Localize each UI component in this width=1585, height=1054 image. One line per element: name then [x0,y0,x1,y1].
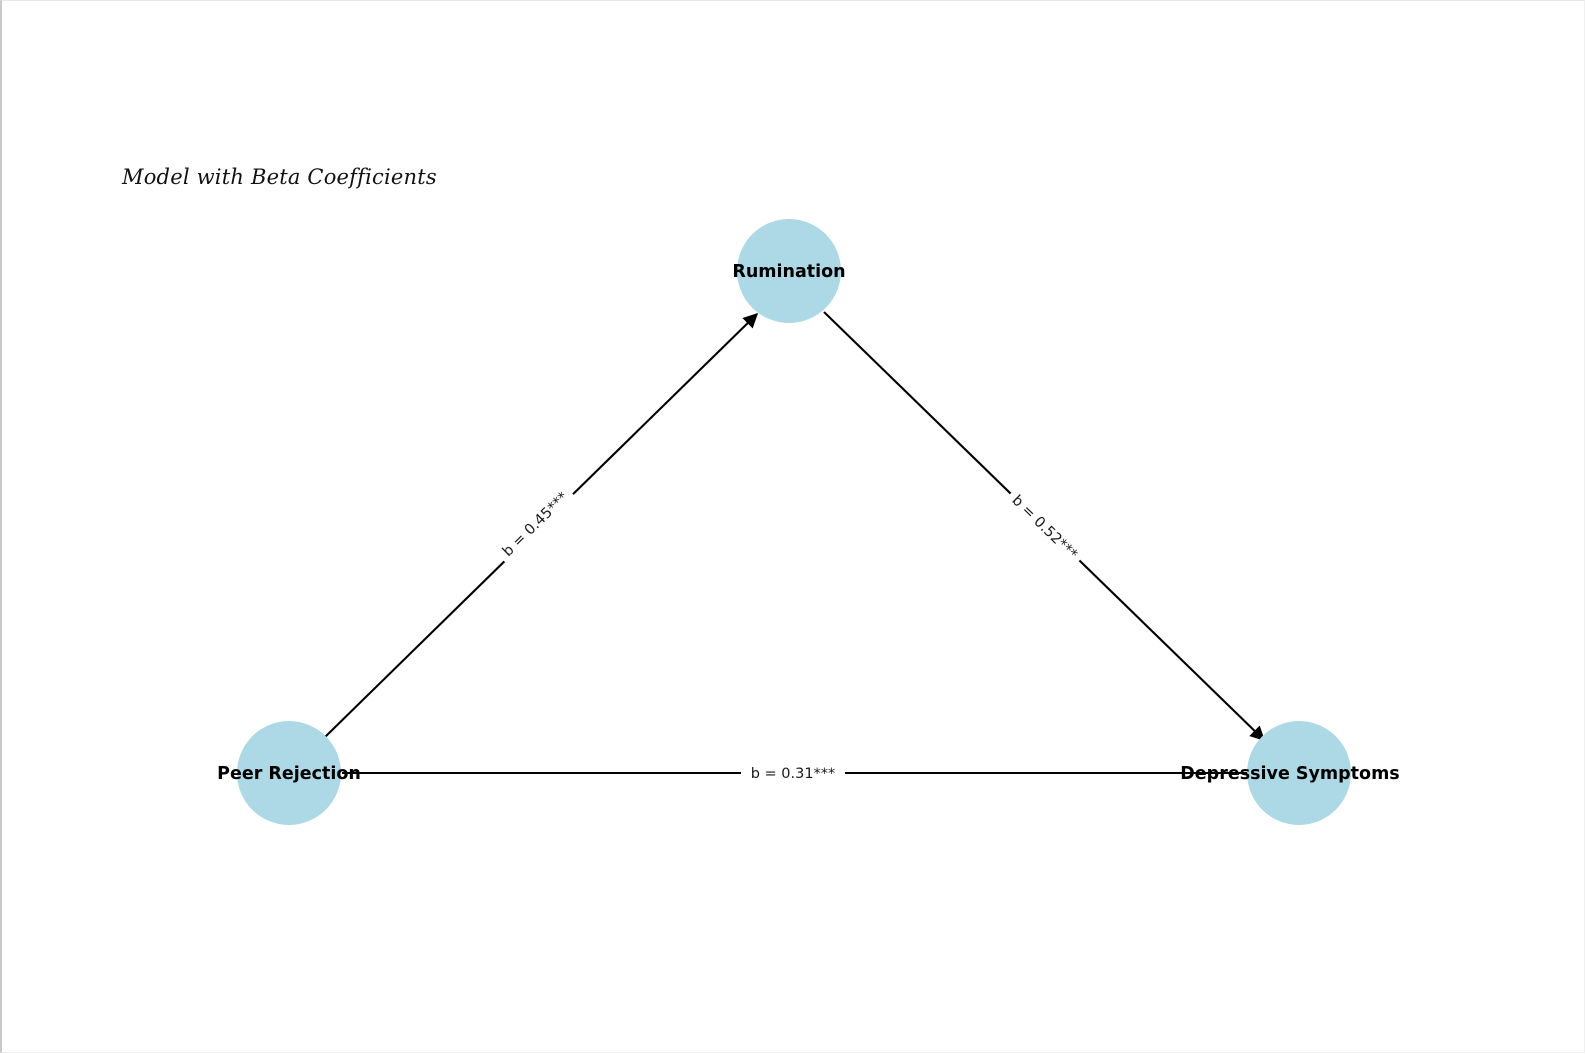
node-rumination-label: Rumination [732,262,845,282]
edge-peer-rejection-to-depressive-symptoms: b = 0.31*** [342,762,1248,784]
node-depressive-symptoms[interactable]: Depressive Symptoms [1180,721,1400,825]
edge-label-a: b = 0.45*** [500,489,572,560]
node-peer-rejection-circle[interactable] [237,721,341,825]
edge-peer-rejection-to-rumination: b = 0.45*** [323,312,759,739]
edge-label-b-background [1002,485,1088,569]
edge-label-b: b = 0.52*** [1008,492,1080,562]
edge-label-c: b = 0.31*** [751,766,836,782]
edge-label-a-background [493,482,577,566]
node-peer-rejection[interactable]: Peer Rejection [217,721,361,825]
node-rumination-circle[interactable] [737,219,841,323]
node-peer-rejection-label: Peer Rejection [217,764,361,784]
node-rumination[interactable]: Rumination [732,219,846,323]
page-title: Model with Beta Coefficients [122,165,437,189]
edge-rumination-to-depressive-symptoms: b = 0.52*** [823,311,1266,742]
node-depressive-symptoms-label: Depressive Symptoms [1180,764,1399,784]
edge-label-c-background [741,762,845,784]
node-depressive-symptoms-circle[interactable] [1247,721,1351,825]
